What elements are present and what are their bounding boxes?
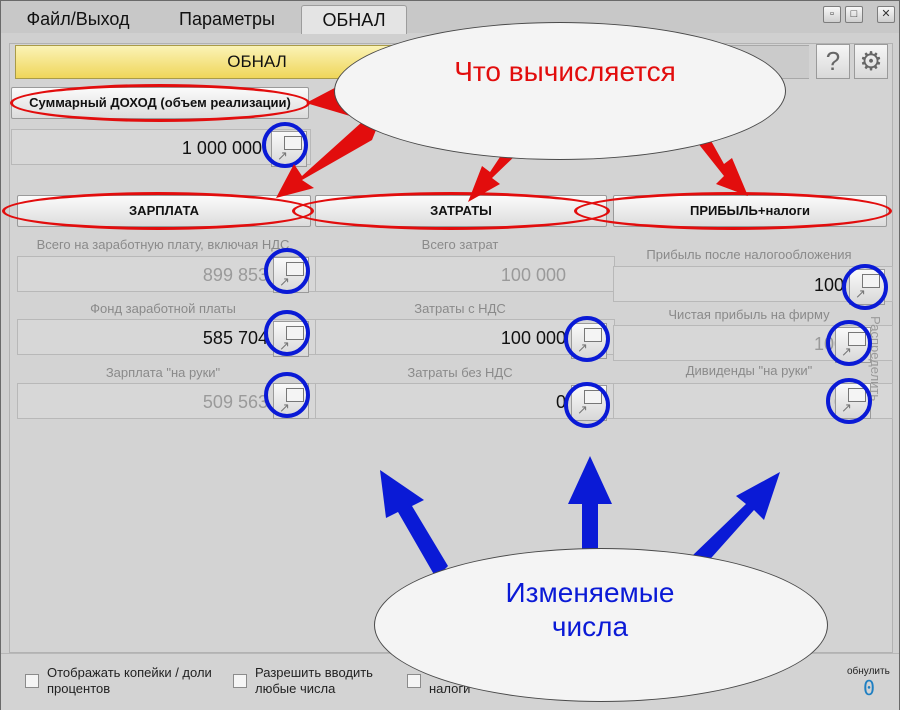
total-costs-label: Всего затрат xyxy=(421,237,499,252)
annotation-bubble-bottom xyxy=(374,548,828,702)
profit-after-tax-label: Прибыль после налогообложения xyxy=(646,247,852,262)
dividends-label: Дивиденды "на руки" xyxy=(685,363,813,378)
maximize-icon[interactable]: □ xyxy=(845,6,863,23)
tab-file-exit[interactable]: Файл/Выход xyxy=(26,9,130,29)
total-costs-field[interactable]: 100 000 xyxy=(315,256,615,292)
profit-highlight xyxy=(574,192,892,230)
reset-value[interactable]: 0 xyxy=(863,676,876,700)
taxes-checkbox[interactable] xyxy=(407,674,421,688)
net-profit-label: Чистая прибыль на фирму xyxy=(668,307,830,322)
payroll-fund-label: Фонд заработной платы xyxy=(90,301,236,316)
blue-arrow xyxy=(380,470,448,578)
blue-arrow xyxy=(692,472,780,566)
reset-label[interactable]: обнулить xyxy=(847,666,890,677)
annotation-text-top: Что вычисляется xyxy=(454,56,676,87)
blue-circle xyxy=(564,316,610,362)
distribute-label: Распределить xyxy=(868,316,883,402)
blue-circle xyxy=(262,122,308,168)
blue-circle xyxy=(826,320,872,366)
blue-circle xyxy=(264,372,310,418)
close-icon[interactable]: ✕ xyxy=(877,6,895,23)
annotation-bubble-top xyxy=(334,22,786,160)
show-kopecks-label: Отображать копейки / доли процентов xyxy=(47,665,212,696)
blue-circle xyxy=(842,264,888,310)
total-salary-field[interactable]: 899 853 xyxy=(17,256,317,292)
gear-icon[interactable]: ⚙ xyxy=(854,44,888,79)
blue-arrow xyxy=(568,456,612,578)
show-kopecks-checkbox[interactable] xyxy=(25,674,39,688)
red-arrow xyxy=(276,122,376,198)
allow-any-numbers-label: Разрешить вводить любые числа xyxy=(255,665,373,696)
tab-bar: Файл/Выход Параметры ОБНАЛ ▫ □ ✕ xyxy=(1,1,899,34)
blue-circle xyxy=(264,310,310,356)
blue-circle xyxy=(264,248,310,294)
minimize-icon[interactable]: ▫ xyxy=(823,6,841,23)
costs-with-vat-label: Затраты с НДС xyxy=(414,301,506,316)
tab-parameters[interactable]: Параметры xyxy=(179,9,275,29)
question-icon[interactable]: ? xyxy=(816,44,850,79)
net-salary-label: Зарплата "на руки" xyxy=(105,365,221,380)
tab-obnal[interactable]: ОБНАЛ xyxy=(301,5,407,34)
blue-circle xyxy=(564,382,610,428)
allow-any-numbers-checkbox[interactable] xyxy=(233,674,247,688)
annotation-text-bottom: Изменяемые числа xyxy=(505,577,675,642)
total-salary-label: Всего на заработную плату, включая НДС xyxy=(36,237,290,252)
blue-circle xyxy=(826,378,872,424)
costs-without-vat-label: Затраты без НДС xyxy=(407,365,513,380)
income-field[interactable]: 1 000 000 xyxy=(11,129,311,165)
blue-arrows xyxy=(380,456,780,578)
